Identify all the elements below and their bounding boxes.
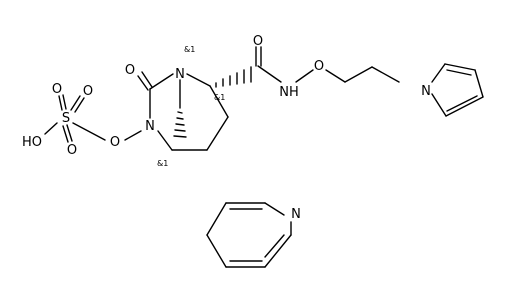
hashed-bridge-bond (173, 111, 187, 138)
atom-o-ether: O (314, 59, 324, 74)
bond-c-nh (257, 65, 282, 83)
bond-n-calpha (186, 73, 211, 87)
pyrrole-bond-3 (474, 69, 484, 98)
bond-s-o-top1b (62, 94, 67, 110)
stereo-label-n-bridgehead: &1 (184, 45, 195, 54)
bond-s-o-top2 (70, 95, 81, 111)
pyridine-bond-1 (264, 202, 285, 216)
atom-o-amide: O (253, 34, 263, 49)
pyridine-bond-6-inner (264, 234, 285, 258)
side-chain-bonds (255, 46, 400, 83)
pyridine-ring-bonds (206, 202, 292, 268)
atom-n-bridgehead: N (175, 67, 185, 82)
carbonyl-bond-2 (141, 71, 153, 88)
atom-n-pyridine: N (291, 207, 301, 222)
bicyclic-core-bonds (137, 66, 252, 151)
pyrrole-bond-1 (431, 63, 446, 83)
atom-o-sulfonate-bottom: O (67, 143, 77, 158)
bond-n-ch (157, 130, 173, 151)
bond-n-o (124, 130, 142, 141)
atom-s: S (62, 111, 70, 126)
bond-ch2-npyrrole (371, 66, 400, 83)
pyrrole-bond-5 (431, 93, 447, 117)
bond-c-n-bridgehead (149, 73, 174, 90)
atom-n-pyrrole: N (421, 84, 431, 99)
atom-o-sulfonate-top1: O (52, 82, 62, 97)
bond-o-ch2 (325, 69, 346, 83)
bond-o-s (72, 122, 106, 141)
atom-o-carbonyl: O (125, 63, 135, 78)
atom-o-n: O (110, 135, 120, 150)
sulfate-group-bonds (44, 94, 142, 143)
hashed-amide-bond (215, 66, 252, 88)
bond-ch2-ch2-chain (344, 66, 373, 83)
pyrrole-bond-4-inner (446, 95, 478, 112)
atom-o-sulfonate-top2: O (83, 84, 93, 99)
pyridine-bond-6 (264, 234, 292, 268)
pyrrole-bond-2 (444, 63, 476, 71)
atom-labels: O N N O S O O O HO O NH O N N (22, 34, 431, 222)
bond-s-o-bottom (62, 125, 69, 143)
stereo-label-c-alpha: &1 (214, 93, 225, 102)
atom-oh-sulfonate: HO (22, 135, 42, 150)
bond-s-o-top2b (74, 97, 85, 113)
pyridine-bond-3 (206, 202, 227, 236)
stereo-label-c-bridge: &1 (157, 159, 168, 168)
pyrrole-ring-bonds (431, 63, 484, 117)
atom-n-ring: N (145, 119, 155, 134)
carbonyl-bond-1 (137, 75, 149, 91)
pyridine-bond-4 (206, 234, 227, 268)
bond-nh-o (295, 69, 314, 83)
pyrrole-bond-2-inner (446, 69, 472, 76)
atom-nh-amide: NH (279, 85, 299, 100)
bond-s-oh (44, 122, 58, 135)
pyrrole-bond-4 (445, 96, 484, 117)
bond-s-o-top1 (58, 95, 63, 111)
stereo-labels: &1 &1 &1 (157, 45, 225, 168)
bond-calpha-ch2 (209, 85, 229, 118)
bond-ch2-ch2 (206, 116, 229, 151)
bond-s-o-bottomb (66, 124, 73, 142)
